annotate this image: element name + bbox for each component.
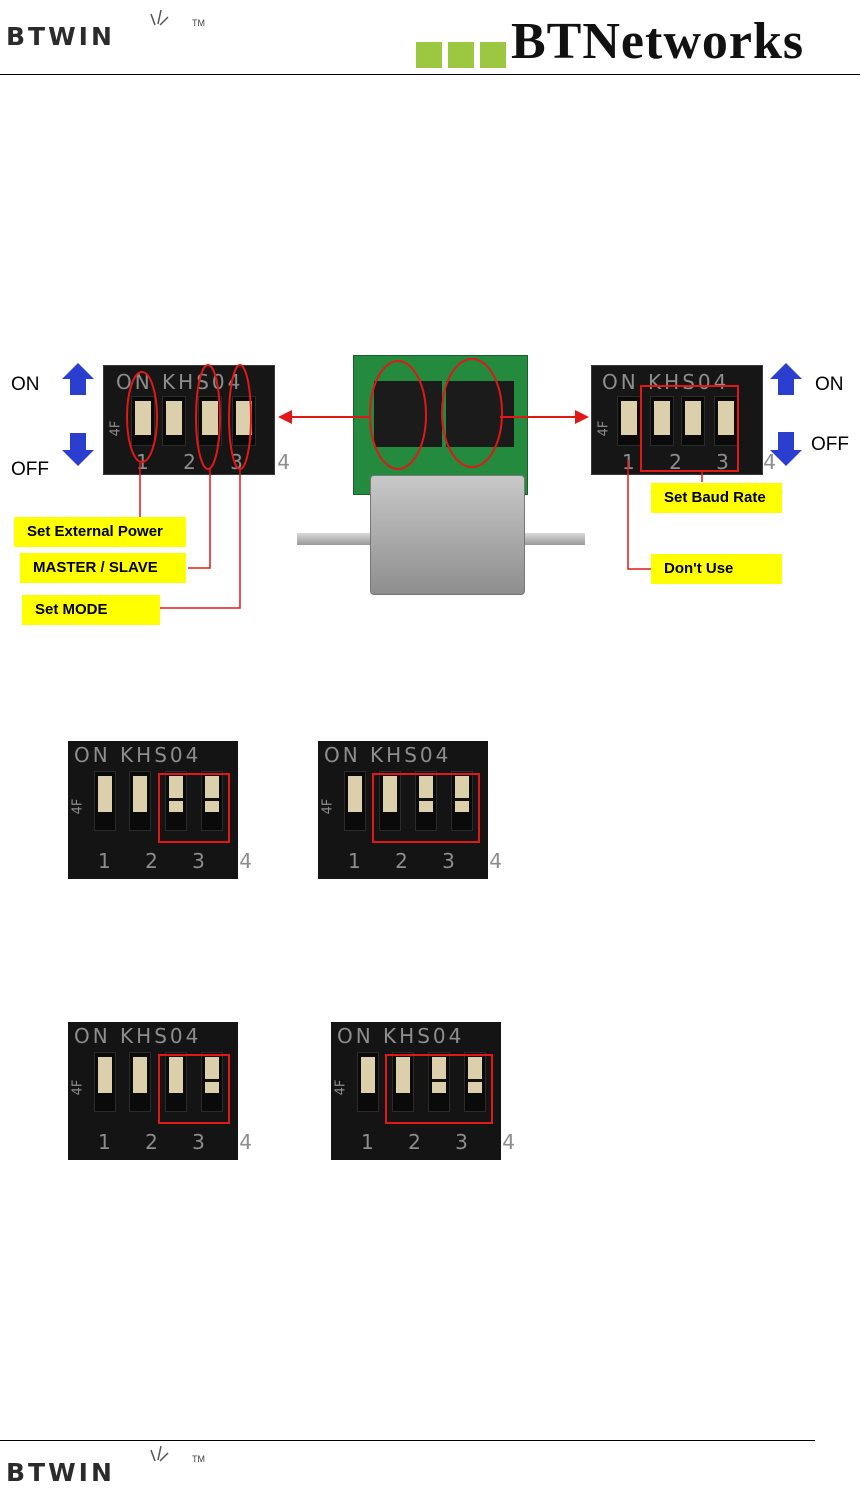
trademark-mark: TM <box>192 1454 205 1464</box>
dip-knob <box>98 776 112 812</box>
red-arrow-left-icon <box>278 410 370 424</box>
dip-knob <box>98 1057 112 1093</box>
btwin-wordmark: BTWIN <box>6 22 115 51</box>
down-arrow-icon <box>770 432 802 466</box>
highlight-box <box>158 1054 230 1124</box>
dip-top-label: ON KHS04 <box>74 743 201 767</box>
callout-master-slave: MASTER / SLAVE <box>20 553 186 583</box>
dip-side-code: 4F <box>70 799 85 815</box>
dip-knob <box>133 1057 147 1093</box>
callout-set-baud-rate: Set Baud Rate <box>651 483 782 513</box>
callout-set-mode: Set MODE <box>22 595 160 625</box>
spark-icon <box>147 8 169 26</box>
btnetworks-logo: BTNetworks <box>414 14 854 70</box>
dip-top-label: ON KHS04 <box>324 743 451 767</box>
dip-bottom-label: 1 2 3 4 <box>361 1130 529 1154</box>
up-arrow-icon <box>62 363 94 395</box>
spark-icon <box>147 1444 169 1462</box>
dip-slot-2 <box>129 771 151 831</box>
highlight-box <box>372 773 480 843</box>
highlight-box <box>385 1054 493 1124</box>
red-arrow-right-icon <box>500 410 589 424</box>
dip-slot-1 <box>94 1052 116 1112</box>
up-arrow-icon <box>770 363 802 395</box>
down-arrow-icon <box>62 433 94 466</box>
dip-slot-1 <box>94 771 116 831</box>
btwin-wordmark: BTWIN <box>6 1458 115 1487</box>
logo-square-icon <box>448 42 474 68</box>
callout-dont-use: Don't Use <box>651 554 782 584</box>
dip-panel-3: ON KHS044F1 2 3 4 <box>68 1022 238 1160</box>
dip-bottom-label: 1 2 3 4 <box>98 849 266 873</box>
dip-switch-diagram: ON KHS04 4F 1 2 3 4 ON KHS04 4F 1 2 3 4 … <box>0 355 860 635</box>
trademark-mark: TM <box>192 18 205 28</box>
dip-slot-1 <box>357 1052 379 1112</box>
highlight-box <box>158 773 230 843</box>
btnetworks-wordmark: BTNetworks <box>511 14 804 70</box>
dip-bottom-label: 1 2 3 4 <box>98 1130 266 1154</box>
dip-knob <box>133 776 147 812</box>
dip-side-code: 4F <box>70 1080 85 1096</box>
btwin-logo: BTWIN TM <box>6 12 216 52</box>
dip-knob <box>361 1057 375 1093</box>
dip-knob <box>348 776 362 812</box>
dip-side-code: 4F <box>333 1080 348 1096</box>
dip-top-label: ON KHS04 <box>337 1024 464 1048</box>
callout-set-external-power: Set External Power <box>14 517 186 547</box>
logo-square-icon <box>416 42 442 68</box>
dip-slot-1 <box>344 771 366 831</box>
dip-bottom-label: 1 2 3 4 <box>348 849 516 873</box>
footer-rule <box>0 1440 815 1441</box>
header-rule <box>0 74 860 75</box>
dip-side-code: 4F <box>320 799 335 815</box>
logo-square-icon <box>480 42 506 68</box>
footer-btwin-logo: BTWIN TM <box>6 1448 216 1488</box>
dip-top-label: ON KHS04 <box>74 1024 201 1048</box>
dip-slot-2 <box>129 1052 151 1112</box>
